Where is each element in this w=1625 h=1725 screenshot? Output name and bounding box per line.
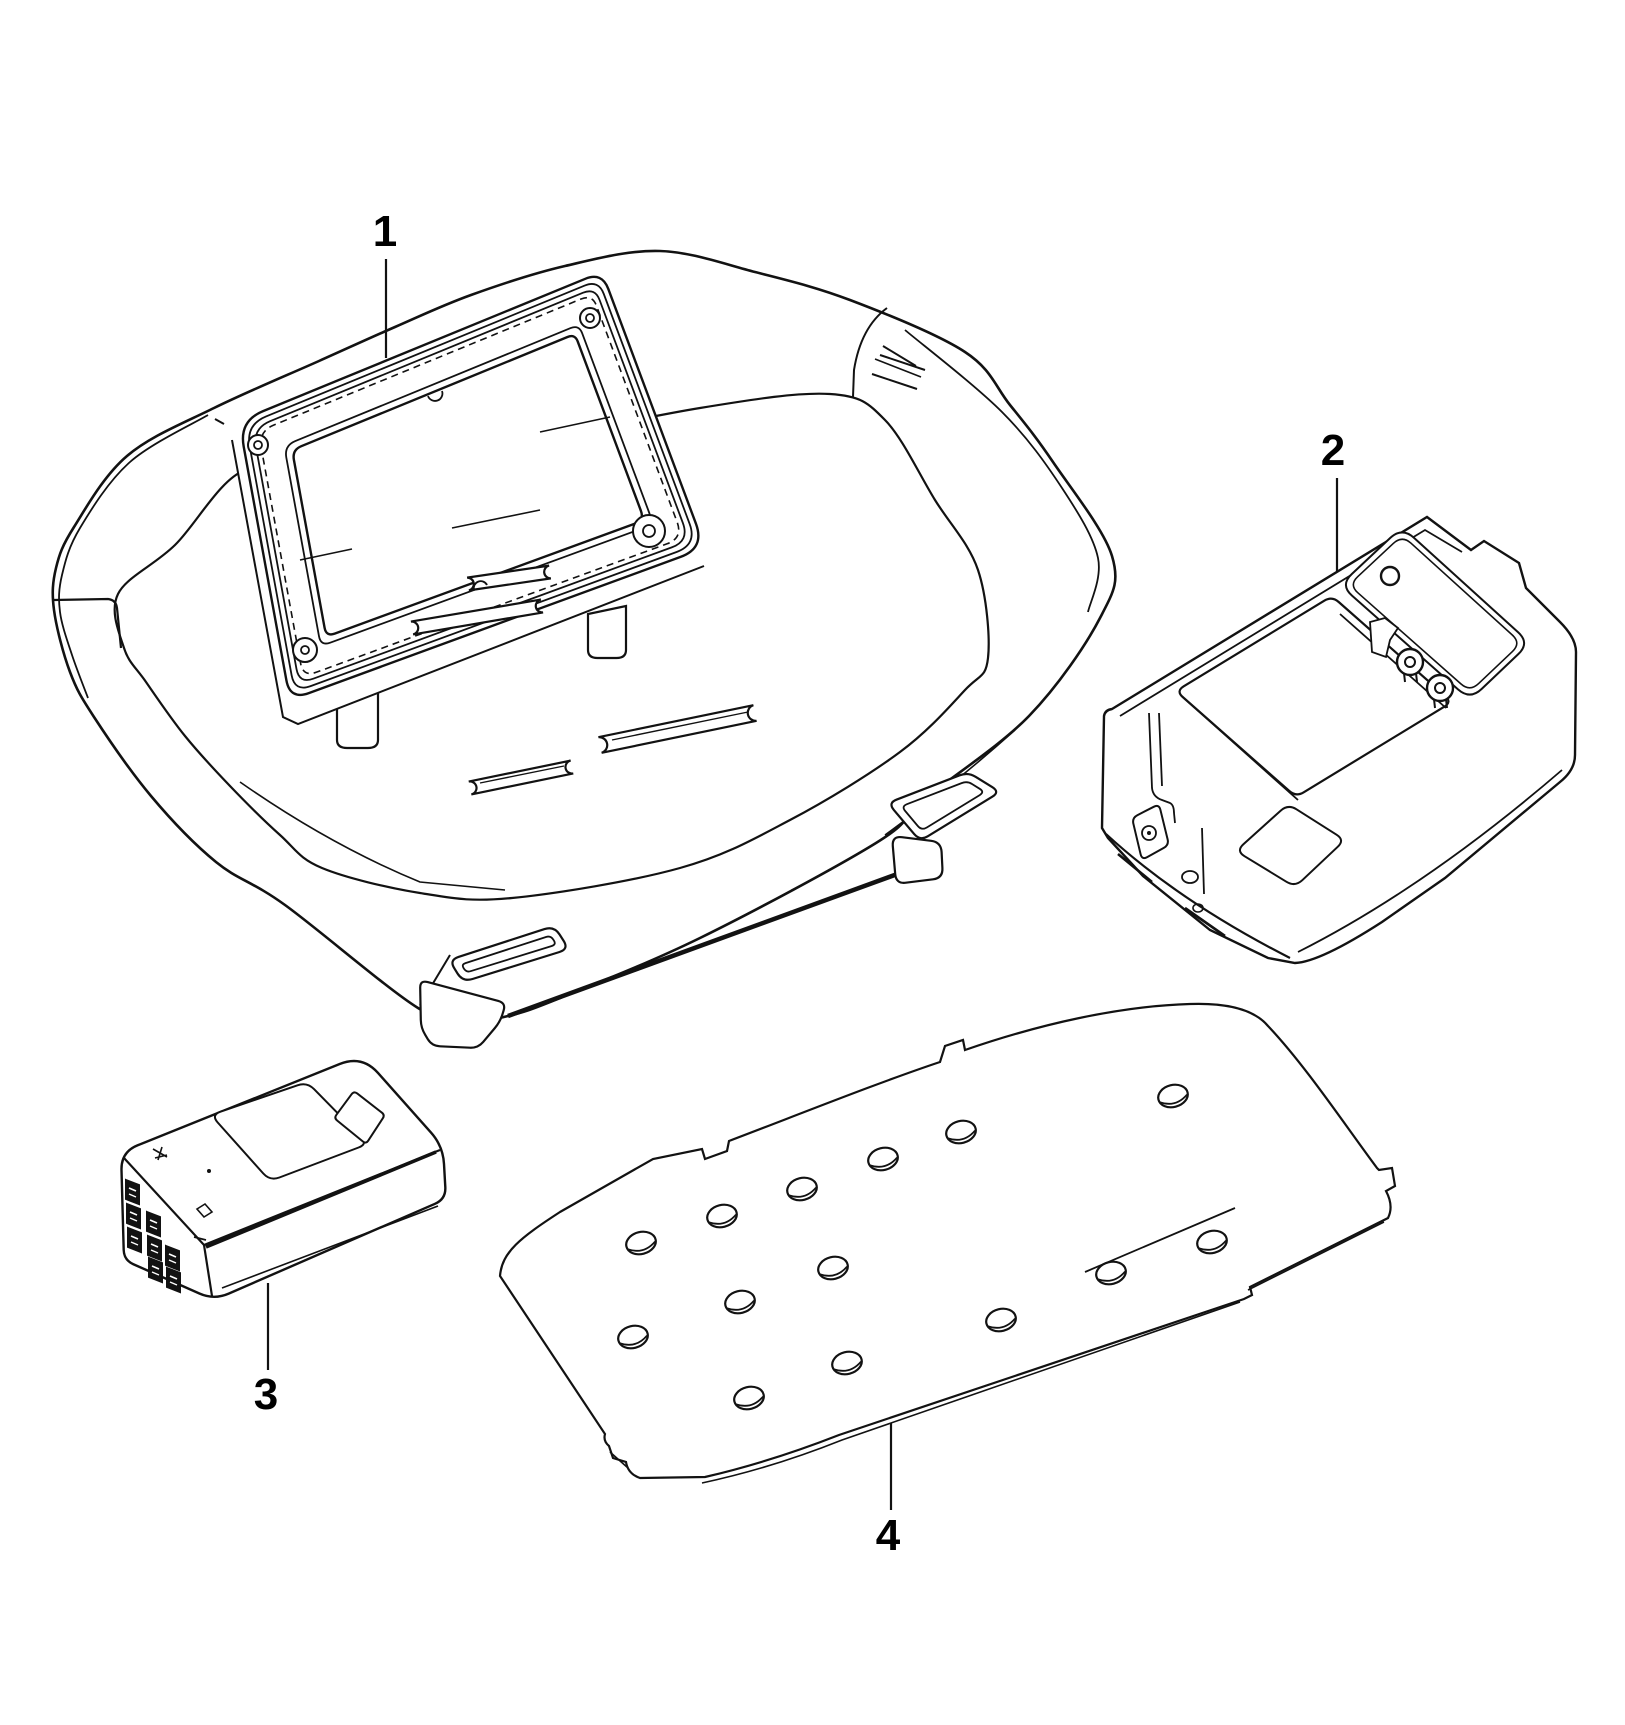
svg-text:4: 4	[876, 1511, 901, 1560]
svg-text:1: 1	[373, 207, 397, 256]
svg-text:3: 3	[254, 1370, 278, 1419]
svg-text:2: 2	[1321, 426, 1345, 475]
